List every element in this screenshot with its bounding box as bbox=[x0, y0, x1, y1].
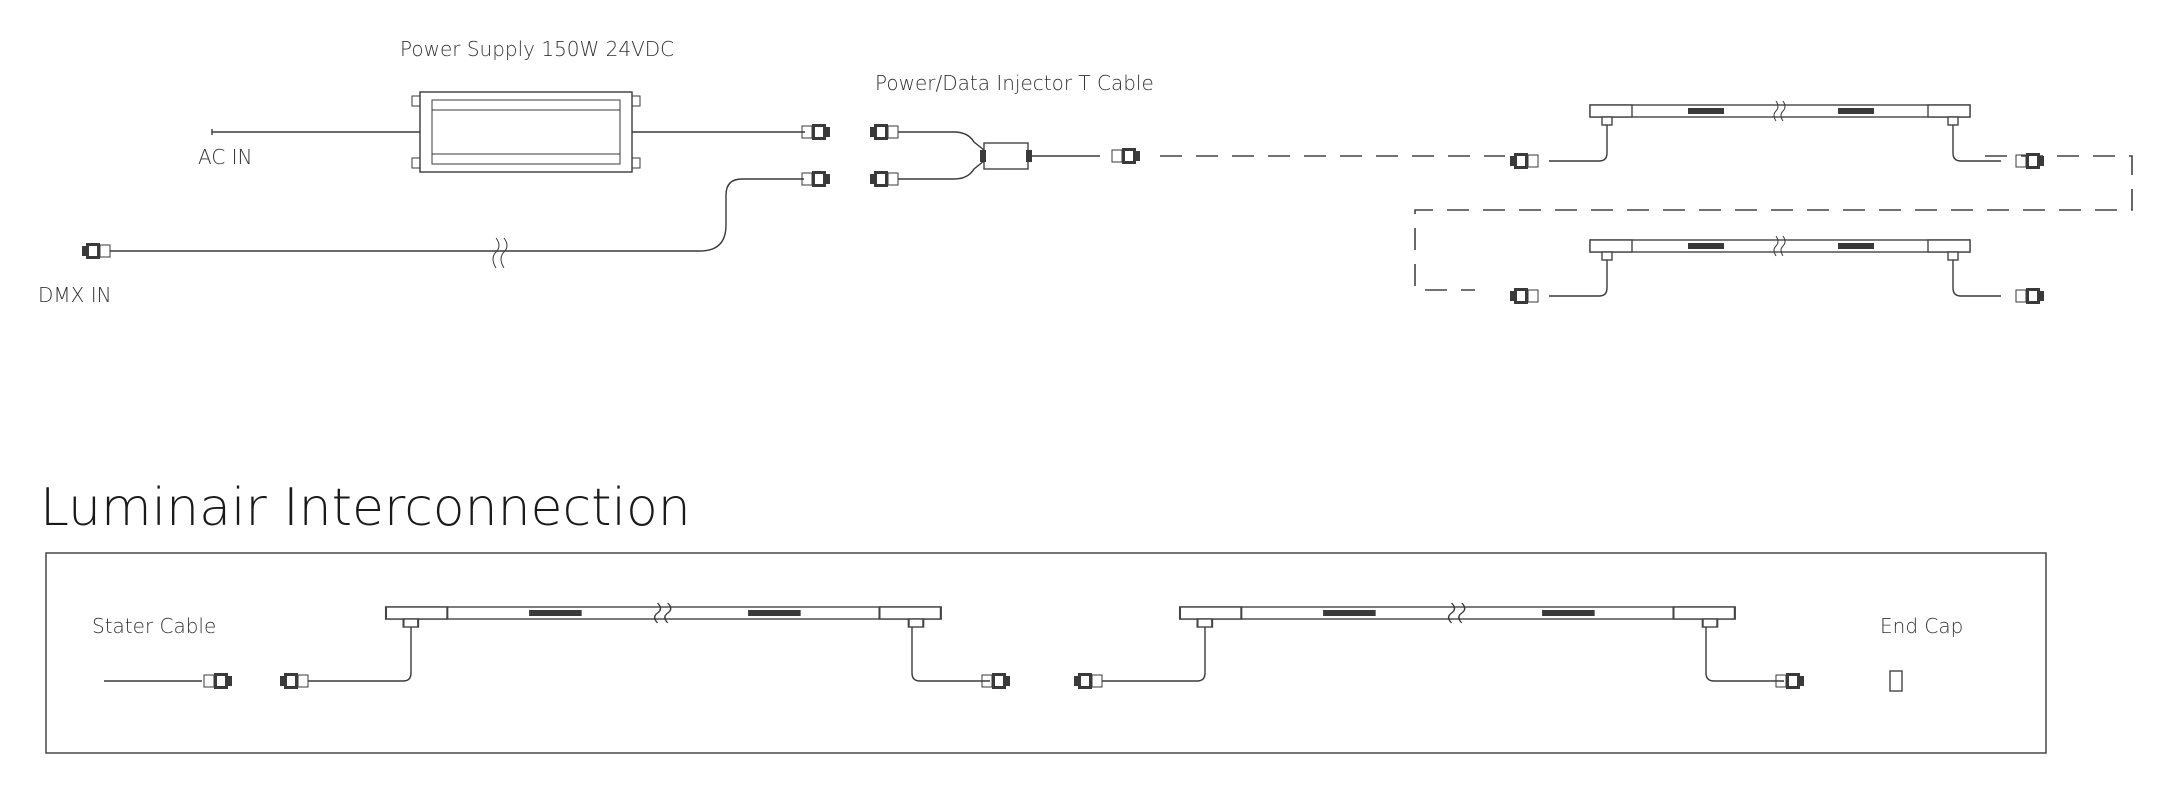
power-supply-label: Power Supply 150W 24VDC bbox=[400, 37, 674, 61]
ac-input-cable bbox=[211, 129, 420, 135]
luminaire-top-2 bbox=[1549, 235, 2001, 297]
interconnection-frame bbox=[45, 552, 2047, 754]
ac-in-label: AC IN bbox=[198, 145, 253, 169]
injector-t-cable bbox=[898, 131, 1141, 180]
end-cap-label: End Cap bbox=[1880, 614, 1963, 638]
end-cap bbox=[1889, 670, 1903, 692]
luminaire-bottom-1 bbox=[279, 601, 1011, 690]
injector-label: Power/Data Injector T Cable bbox=[875, 71, 1154, 95]
luminaire-top-1 bbox=[1549, 100, 2001, 162]
dmx-input-cable bbox=[81, 178, 804, 269]
section-title: Luminair Interconnection bbox=[40, 478, 691, 538]
starter-cable bbox=[104, 672, 233, 690]
dmx-in-label: DMX IN bbox=[38, 283, 112, 307]
luminaire-bottom-2 bbox=[1073, 601, 1805, 690]
starter-cable-label: Stater Cable bbox=[92, 614, 216, 638]
power-supply bbox=[411, 91, 641, 173]
